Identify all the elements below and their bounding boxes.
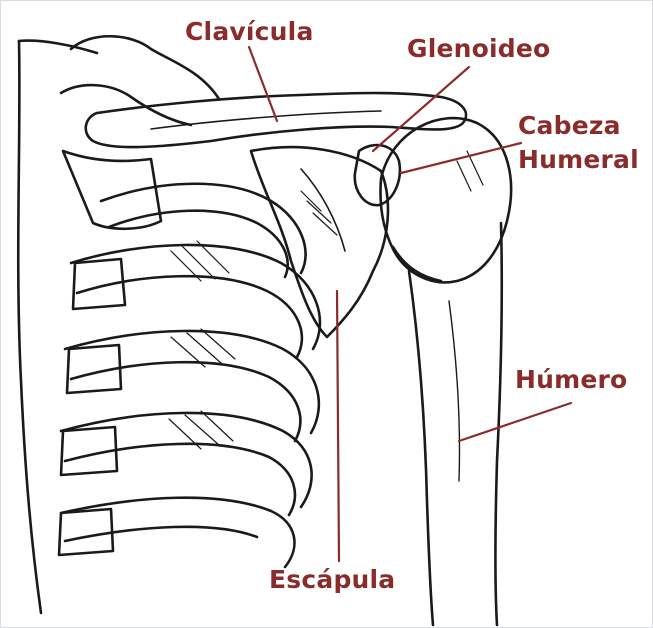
leader-humero (459, 403, 571, 441)
label-cabeza: Cabeza (518, 113, 621, 138)
label-escapula: Escápula (269, 567, 395, 592)
rib-5-inner (65, 527, 257, 541)
label-clavicula: Clavícula (185, 19, 314, 44)
glenoid-fossa (355, 145, 400, 205)
label-humero: Húmero (515, 367, 627, 392)
label-humeral: Humeral (518, 147, 639, 172)
torso-outline (18, 41, 41, 613)
cartilage-4 (59, 509, 113, 555)
humerus-shaft-right (496, 223, 502, 625)
leader-glenoideo (373, 67, 469, 151)
shading-hatches (169, 151, 483, 449)
leader-escapula (337, 291, 339, 561)
leader-clavicula (249, 47, 277, 121)
rib-3-inner (71, 362, 300, 441)
humerus-shaft-left (409, 271, 433, 625)
rib-5 (61, 498, 294, 567)
label-glenoideo: Glenoideo (407, 36, 550, 61)
scapula-crest (301, 169, 345, 251)
humerus-detail (449, 301, 460, 481)
neck-outline (19, 41, 97, 53)
